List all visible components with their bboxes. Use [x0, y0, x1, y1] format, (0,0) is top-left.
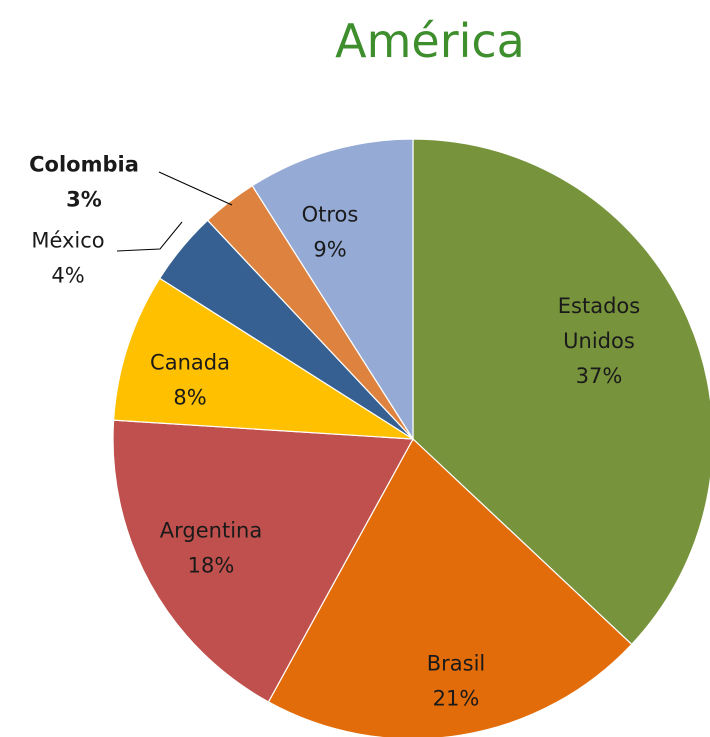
data-label-value: 9% — [313, 238, 346, 262]
data-label-value: 18% — [188, 554, 235, 578]
data-label-category: Estados — [558, 294, 640, 318]
data-label-value: 3% — [66, 188, 102, 212]
data-label-colombia: Colombia 3% — [29, 153, 139, 212]
leader-line-mexico — [116, 221, 183, 252]
pie-slice-brasil — [267, 438, 633, 737]
leader-lines — [116, 171, 233, 252]
data-label-category: Argentina — [160, 519, 262, 543]
data-label-value: 4% — [51, 264, 84, 288]
data-label-value: 8% — [173, 386, 206, 410]
pie-slice-canada — [112, 277, 414, 440]
data-label-category: México — [31, 229, 104, 253]
pie-slice-estados-unidos — [412, 138, 710, 646]
data-label-value: 21% — [433, 687, 480, 711]
leader-line-colombia — [158, 171, 233, 206]
data-label-value: 37% — [576, 364, 623, 388]
data-label-argentina: Argentina 18% — [160, 519, 262, 578]
data-label-category: Colombia — [29, 153, 139, 177]
data-label-mexico: México 4% — [31, 229, 104, 288]
pie-slice-otros — [251, 138, 414, 442]
data-label-otros: Otros 9% — [302, 203, 359, 262]
data-label-category: Brasil — [427, 652, 486, 676]
pie-slice-argentina — [112, 419, 414, 703]
data-label-brasil: Brasil 21% — [427, 652, 486, 711]
data-label-category: Otros — [302, 203, 359, 227]
data-label-category: Canada — [150, 351, 230, 375]
data-label-category: Unidos — [563, 329, 635, 353]
chart-title: América — [335, 14, 525, 68]
data-label-canada: Canada 8% — [150, 351, 230, 410]
pie-slices — [112, 138, 710, 737]
